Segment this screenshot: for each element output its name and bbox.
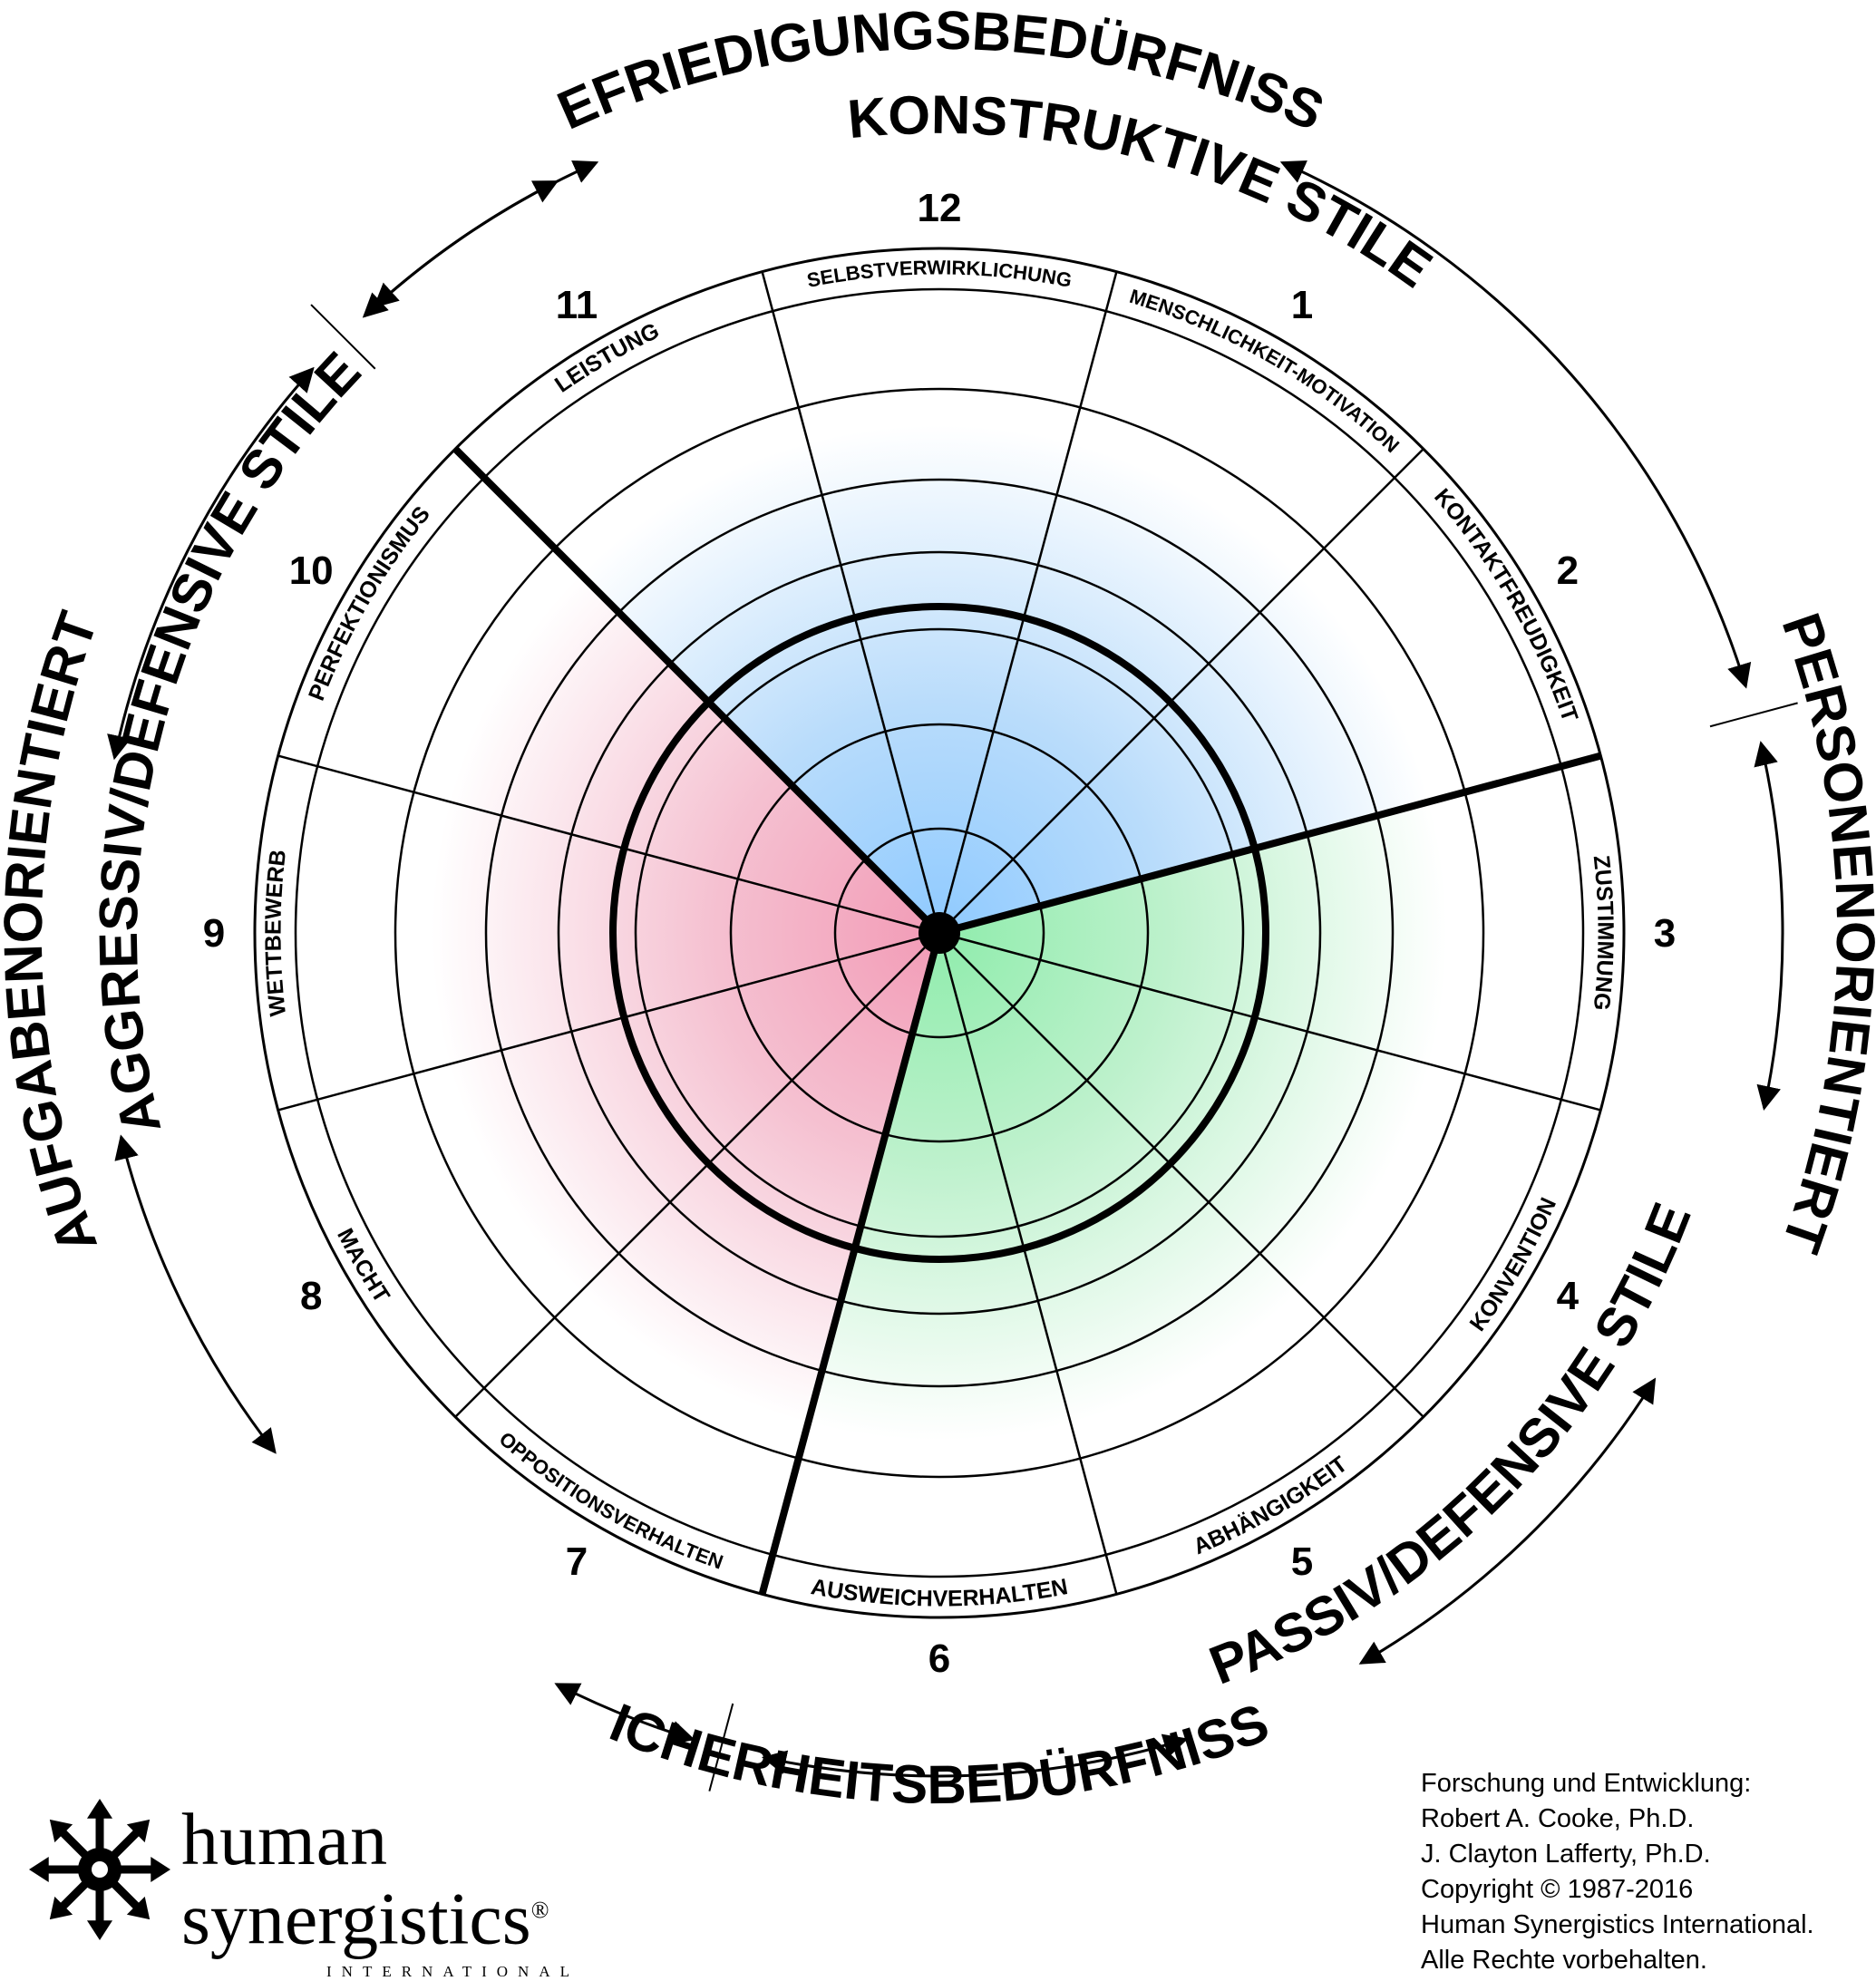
segment-number: 10 [289,549,334,593]
cluster-tick [1709,702,1798,728]
logo-line-1: human [181,1798,389,1880]
segment-label: SELBSTVERWIRKLICHUNG [805,256,1074,291]
cluster-tick [310,304,376,370]
ring [557,550,1322,1316]
center-hub [919,912,960,954]
outer-arcs [107,160,1798,1792]
credits-line: Forschung und Entwicklung: [1421,1769,1752,1798]
segment-divider [938,931,1601,1112]
cluster-boundary [452,446,942,936]
arrow-arc [114,1134,277,1454]
segment-divider [938,271,1118,934]
ring [833,827,1045,1039]
chart-outer-ring [253,247,1626,1619]
ring [634,627,1245,1238]
segment-divider [938,932,1424,1418]
median-ring [609,603,1269,1263]
aggressive-defensive-wedge [295,477,939,1555]
cluster-boundaries [452,446,1602,1596]
segment-number: 3 [1654,911,1676,956]
segment-divider [761,271,941,934]
logo-line-3: INTERNATIONAL [326,1963,579,1981]
arrow-arc [1358,1377,1657,1665]
segment-number: 9 [203,911,225,956]
credits-line: J. Clayton Lafferty, Ph.D. [1421,1840,1711,1869]
registered-mark: ® [530,1897,549,1923]
segment-divider [277,754,940,935]
logo: human synergistics® INTERNATIONAL [181,1798,579,1981]
percentile-rings [253,247,1626,1619]
arrow-arc [1279,160,1752,689]
arrow-arc [373,180,559,308]
ring [294,287,1585,1578]
logo-line-2: synergistics® [181,1875,579,1956]
segment-number: 2 [1557,549,1579,593]
ring [729,723,1150,1143]
segment-divider [454,932,940,1418]
credits-line: Copyright © 1987-2016 [1421,1875,1694,1904]
credits-line: Robert A. Cooke, Ph.D. [1421,1804,1695,1833]
segment-divider [938,932,1118,1595]
credits-block: Forschung und Entwicklung: Robert A. Coo… [1421,1766,1814,1978]
segment-label: AUSWEICHVERHALTEN [809,1574,1070,1611]
logo-name: synergistics [181,1877,531,1960]
segment-number: 4 [1557,1274,1580,1318]
ring [484,478,1395,1388]
segment-number: 11 [556,283,598,327]
credits-line: Human Synergistics International. [1421,1910,1814,1939]
segment-number: 1 [1291,283,1313,327]
segment-divider [277,931,940,1112]
cluster-boundary [938,752,1602,937]
arrow-arc [762,1733,1189,1778]
segment-label: ZUSTIMMUNG [1589,854,1618,1012]
segment-number: 5 [1291,1539,1313,1584]
segment-number: 12 [918,186,962,230]
credits-line: Alle Rechte vorbehalten. [1421,1946,1707,1975]
segment-label: WETTBEWERB [260,849,291,1017]
cluster-tick [708,1703,734,1792]
arrow-arc [107,366,315,761]
ring [394,387,1485,1479]
arrow-arc [1754,741,1784,1112]
cluster-boundary [758,931,943,1596]
segment-number: 8 [300,1274,322,1318]
starburst-arrows-icon [29,1799,170,1940]
arc-title-personen: PERSONENORIENTIERT [1771,606,1876,1260]
segment-number: 6 [928,1636,950,1681]
segment-number: 7 [566,1539,588,1584]
arrow-arc [554,1683,695,1745]
